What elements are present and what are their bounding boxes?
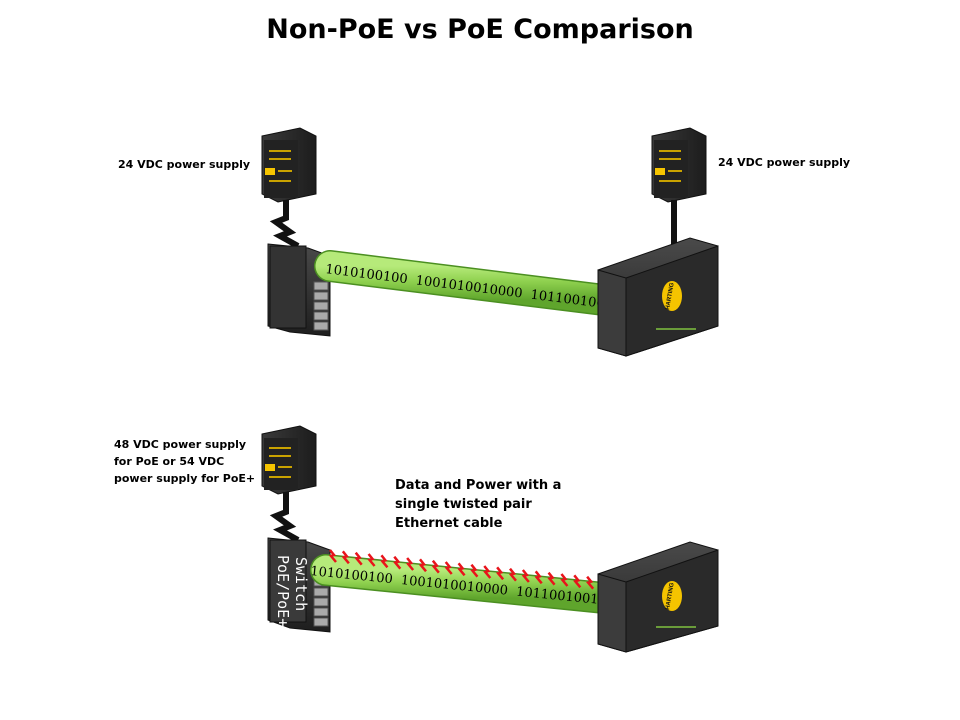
page-title: Non-PoE vs PoE Comparison	[266, 14, 694, 45]
lightning-bolt-icon	[521, 569, 530, 583]
lightning-bolt-icon	[418, 558, 427, 573]
lightning-bolt-icon	[406, 557, 415, 571]
lightning-bolt-icon	[534, 570, 543, 585]
top-ethernet-cable	[315, 251, 619, 315]
bottom-psu-label: 48 VDC power supply for PoE or 54 VDC po…	[114, 436, 255, 487]
cable-description-label: Data and Power with a single twisted pai…	[395, 476, 561, 533]
poe-switch-label-line-2: Switch	[292, 557, 310, 611]
lightning-bolt-icon	[573, 574, 582, 589]
bottom-psu-label-line-2: for PoE or 54 VDC	[114, 455, 225, 468]
lightning-bolt-icon	[354, 551, 363, 566]
top-device-logo-text: HARTING	[665, 282, 676, 310]
lightning-bolt-icon	[586, 575, 595, 590]
cable-description-line-2: single twisted pair	[395, 497, 532, 512]
lightning-bolt-icon	[547, 571, 556, 586]
top-right-psu-label: 24 VDC power supply	[718, 156, 851, 169]
lightning-bolt-icon	[444, 561, 453, 575]
bottom-device-logo-icon	[662, 581, 682, 611]
lightning-bolt-icon	[483, 565, 492, 579]
top-left-power-cable	[269, 200, 300, 249]
lightning-bolt-icon	[393, 555, 402, 570]
top-left-psu-label: 24 VDC power supply	[118, 158, 251, 171]
bottom-power-cable	[269, 492, 300, 543]
cable-description-line-1: Data and Power with a	[395, 478, 562, 493]
bottom-device-logo-text: HARTING	[665, 582, 676, 610]
bottom-power-supply	[261, 425, 317, 495]
lightning-bolt-icon	[431, 559, 440, 574]
lightning-bolt-icon	[470, 563, 479, 578]
lightning-bolt-icon	[380, 554, 389, 569]
bottom-psu-label-line-1: 48 VDC power supply	[114, 438, 247, 451]
bottom-right-device: HARTING	[597, 541, 719, 653]
lightning-bolt-icon	[508, 567, 517, 582]
lightning-bolt-icon	[367, 553, 376, 567]
top-right-device: HARTING	[597, 237, 719, 357]
lightning-bolt-icon	[496, 566, 505, 581]
lightning-bolt-icon	[457, 562, 466, 577]
bottom-ethernet-cable	[311, 555, 619, 613]
lightning-bolt-icon	[560, 573, 569, 587]
lightning-bolt-icon	[341, 550, 350, 565]
cable-description-line-3: Ethernet cable	[395, 516, 503, 531]
top-device-logo-icon	[662, 281, 682, 311]
bottom-psu-label-line-3: power supply for PoE+	[114, 472, 256, 485]
top-right-power-supply	[651, 127, 707, 203]
top-left-power-supply	[261, 127, 317, 203]
poe-switch-label-line-1: PoE/PoE+	[274, 555, 292, 627]
lightning-bolt-icon	[328, 549, 337, 563]
